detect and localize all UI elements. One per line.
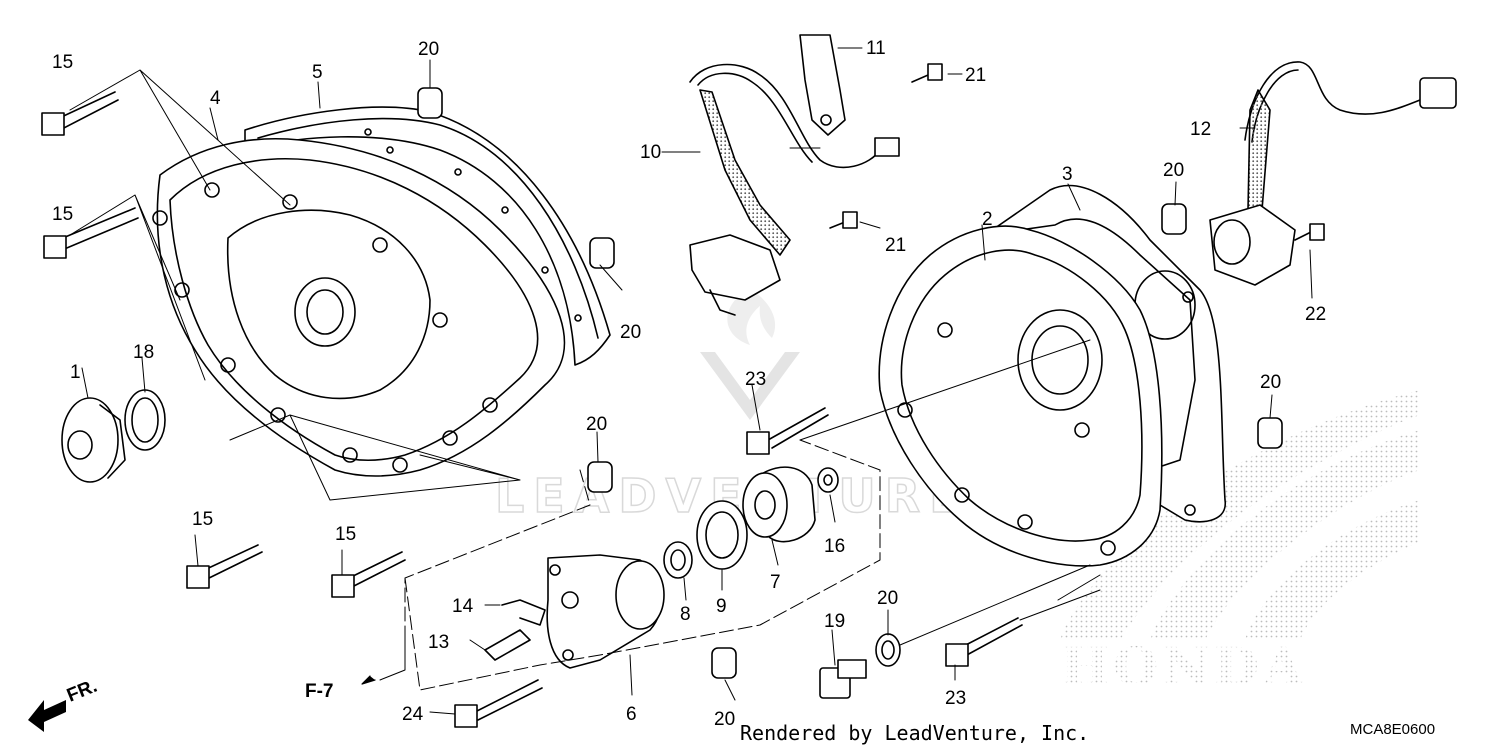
bolt-part-15-lower-right	[331, 551, 406, 598]
callout-21-mid: 21	[885, 235, 906, 256]
bolt-part-22	[1294, 223, 1325, 241]
callout-12: 12	[1190, 119, 1211, 140]
callout-20-right-low: 20	[1260, 372, 1281, 393]
dowel-pin-20-top	[417, 87, 443, 119]
seal-part-9	[696, 500, 748, 570]
bolt-part-18	[819, 659, 867, 699]
callout-23-upper: 23	[745, 369, 766, 390]
callout-15-lower-right: 15	[335, 524, 356, 545]
dowel-pin-20-right-low	[1257, 417, 1283, 449]
callout-21-top: 21	[965, 65, 986, 86]
callout-5: 5	[312, 62, 323, 83]
callout-3: 3	[1062, 164, 1073, 185]
diagram-code: MCA8E0600	[1350, 721, 1435, 738]
sensor-harness-part-10	[689, 63, 900, 316]
bolt-part-21-top	[911, 63, 943, 83]
callout-11: 11	[866, 38, 886, 59]
housing-part-6	[546, 554, 665, 669]
oring-part-8	[663, 541, 693, 579]
callout-15-mid: 15	[52, 204, 73, 225]
bolt-part-15-top	[41, 91, 119, 136]
callout-6: 6	[626, 704, 637, 725]
dowel-pin-20-left-mid	[589, 237, 615, 269]
rendered-by-text: Rendered by LeadVenture, Inc.	[740, 721, 1089, 745]
bolt-part-24	[454, 679, 543, 728]
callout-20-center: 20	[586, 414, 607, 435]
fitting-part-13	[484, 629, 531, 661]
washer-part-19	[875, 633, 901, 667]
callout-2: 2	[982, 209, 993, 230]
nut-part-16	[817, 467, 839, 493]
callout-15-lower-left: 15	[192, 509, 213, 530]
callout-7: 7	[770, 572, 781, 593]
front-label: FR.	[64, 676, 100, 707]
honda-wing-logo: HONDA	[1060, 390, 1420, 698]
honda-wordmark: HONDA	[1060, 637, 1307, 698]
callout-13: 13	[428, 632, 449, 653]
clamp-part-11	[799, 34, 846, 136]
bolt-part-23-lower	[945, 617, 1023, 667]
plug-part-1	[61, 397, 126, 483]
sensor-harness-part-12	[1209, 61, 1457, 286]
bolt-part-15-lower-left	[186, 544, 263, 589]
callout-9: 9	[716, 596, 727, 617]
front-cover-part-4	[152, 137, 566, 477]
callout-24: 24	[402, 704, 424, 725]
callout-labels: 15 15 15 15 4 5 20 20 20 20 20 20 1 18 1…	[52, 38, 1326, 730]
callout-17: 18	[133, 342, 154, 363]
callout-8: 8	[680, 604, 691, 625]
callout-22: 22	[1305, 304, 1326, 325]
washer-part-17	[124, 389, 166, 451]
callout-20-left-mid: 20	[620, 322, 641, 343]
callout-16: 16	[824, 536, 845, 557]
callout-10: 10	[640, 142, 661, 163]
front-direction-indicator: FR.	[28, 676, 100, 732]
callout-20-bottom: 20	[714, 709, 735, 730]
callout-20-right-top: 20	[1163, 160, 1184, 181]
callout-18: 19	[824, 611, 845, 632]
reference-label: F-7	[305, 681, 334, 702]
gasket-part-5	[244, 106, 611, 366]
bolt-part-21-mid	[829, 211, 858, 229]
dowel-pin-20-right-top	[1161, 203, 1187, 235]
callout-4: 4	[210, 88, 221, 109]
callout-20-top: 20	[418, 39, 439, 60]
callout-1: 1	[70, 362, 81, 383]
dowel-pin-20-center	[587, 461, 613, 493]
bearing-part-7	[742, 466, 816, 543]
callout-15-top: 15	[52, 52, 73, 73]
dowel-pin-20-bottom	[711, 647, 737, 679]
callout-23-lower: 23	[945, 688, 966, 709]
rear-cover-part-2	[878, 225, 1163, 567]
callout-19: 20	[877, 588, 898, 609]
hose-fitting-part-14	[501, 599, 546, 626]
callout-14: 14	[452, 596, 474, 617]
bolt-part-23-upper	[746, 407, 829, 455]
